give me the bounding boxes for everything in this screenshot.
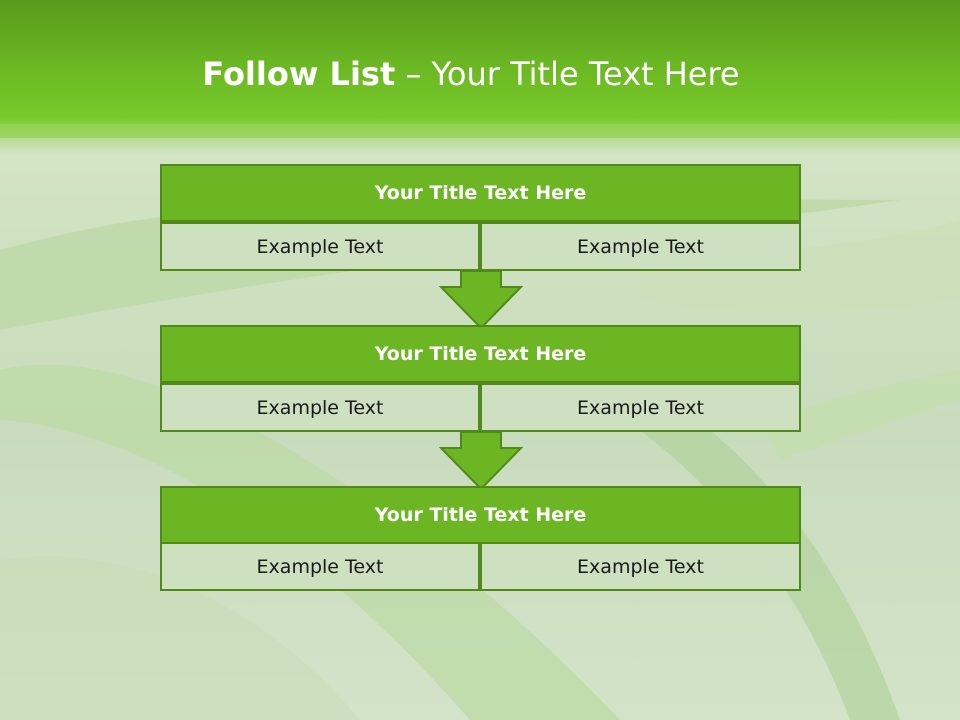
slide-title: Follow List – Your Title Text Here — [0, 55, 942, 93]
step-cell-right: Example Text — [480, 222, 801, 271]
step-title: Your Title Text Here — [160, 486, 801, 544]
step-box-1: Your Title Text Here Example Text Exampl… — [160, 164, 801, 272]
step-box-2: Your Title Text Here Example Text Exampl… — [160, 325, 801, 433]
step-title: Your Title Text Here — [160, 164, 801, 222]
step-cell-right: Example Text — [480, 383, 801, 432]
step-cell-left: Example Text — [160, 222, 480, 271]
step-cell-right: Example Text — [480, 542, 801, 591]
step-cell-left: Example Text — [160, 383, 480, 432]
header-fade — [0, 124, 960, 154]
down-arrow-icon — [438, 431, 524, 491]
step-cell-left: Example Text — [160, 542, 480, 591]
slide-title-bold: Follow List — [202, 55, 396, 93]
slide-title-rest: – Your Title Text Here — [395, 55, 740, 93]
header-band — [0, 0, 960, 138]
step-title: Your Title Text Here — [160, 325, 801, 383]
down-arrow-icon — [438, 270, 524, 330]
step-box-3: Your Title Text Here Example Text Exampl… — [160, 486, 801, 592]
